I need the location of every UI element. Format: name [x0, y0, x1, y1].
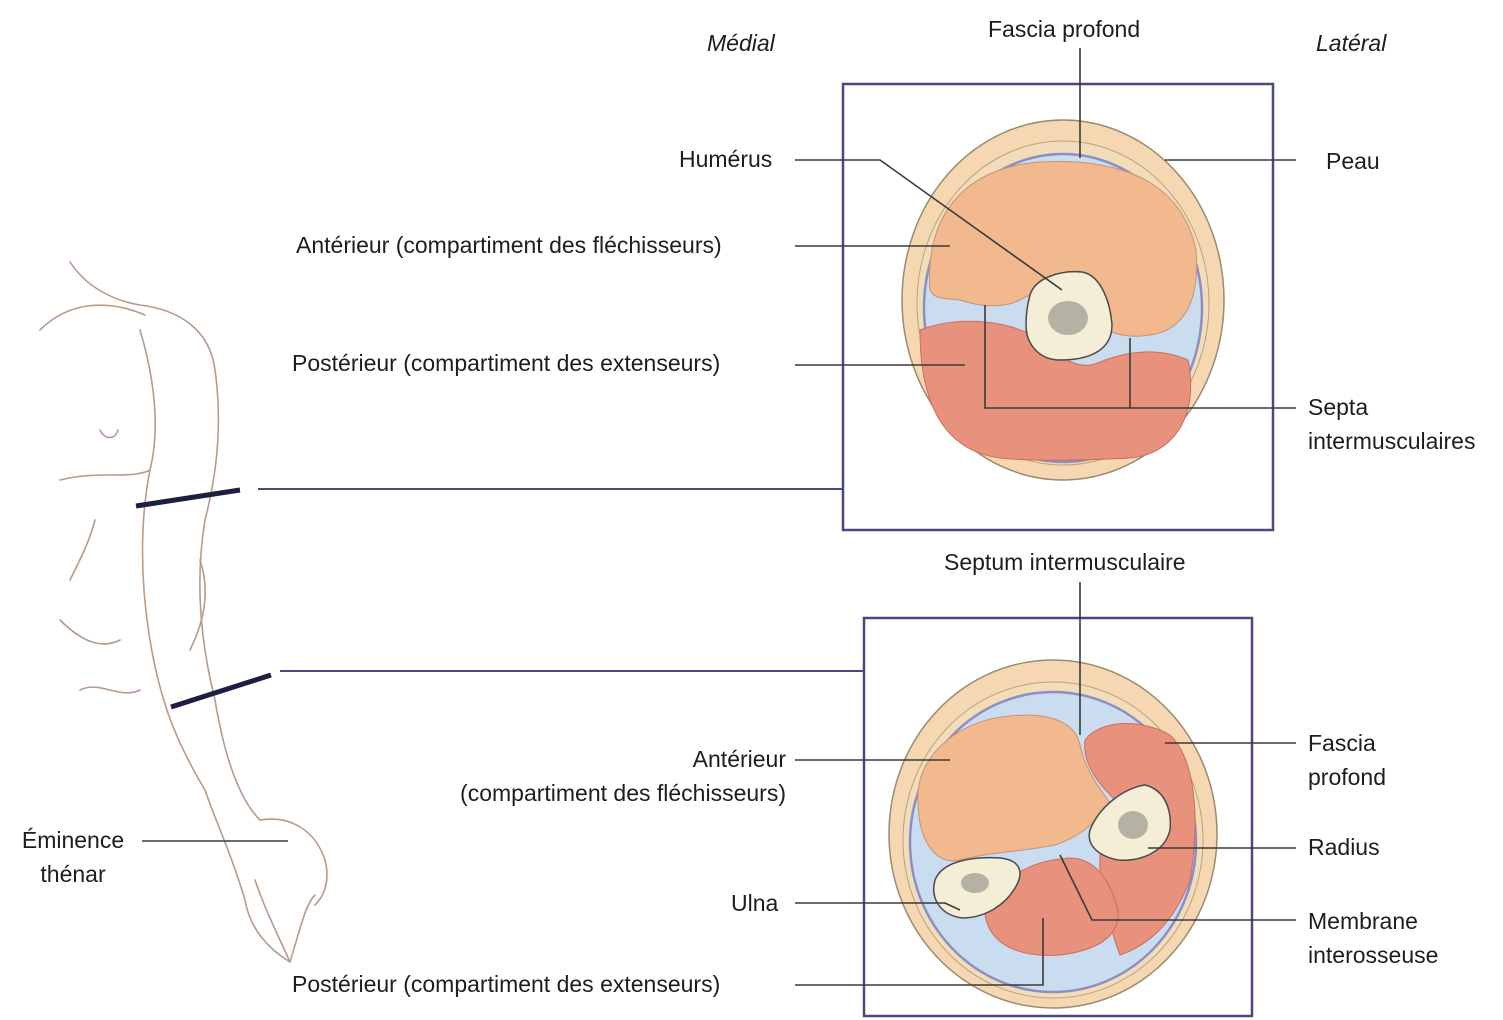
membrane-line-1: Membrane — [1308, 904, 1438, 938]
forearm-cut-marker — [171, 675, 271, 707]
membrane-label: Membrane interosseuse — [1308, 904, 1438, 972]
membrane-line-2: interosseuse — [1308, 938, 1438, 972]
arm-cut-marker — [136, 490, 240, 506]
forearm-posterior-label: Postérieur (compartiment des extenseurs) — [292, 967, 720, 1001]
forearm-anterior-label: Antérieur (compartiment des fléchisseurs… — [408, 742, 786, 810]
humerus-label: Humérus — [679, 142, 772, 176]
radius-label: Radius — [1308, 830, 1380, 864]
septa-label: Septa intermusculaires — [1308, 390, 1475, 458]
septum-label: Septum intermusculaire — [944, 545, 1186, 579]
arm-posterior-label: Postérieur (compartiment des extenseurs) — [292, 346, 720, 380]
forearm-fascia-line-1: Fascia — [1308, 726, 1386, 760]
forearm-fascia-label: Fascia profond — [1308, 726, 1386, 794]
medial-label: Médial — [707, 26, 775, 60]
septa-line-2: intermusculaires — [1308, 424, 1475, 458]
forearm-anterior-line-1: Antérieur — [408, 742, 786, 776]
radius-marrow — [1118, 811, 1148, 839]
humerus-marrow — [1048, 301, 1088, 335]
forearm-fascia-line-2: profond — [1308, 760, 1386, 794]
ulna-label: Ulna — [731, 886, 778, 920]
septa-line-1: Septa — [1308, 390, 1475, 424]
ulna-marrow — [961, 873, 989, 893]
arm-fascia-label: Fascia profond — [988, 12, 1140, 46]
thenar-line-1: Éminence — [10, 823, 136, 857]
peau-label: Peau — [1326, 144, 1380, 178]
forearm-anterior-line-2: (compartiment des fléchisseurs) — [408, 776, 786, 810]
lateral-label: Latéral — [1316, 26, 1386, 60]
arm-anterior-label: Antérieur (compartiment des fléchisseurs… — [296, 228, 722, 262]
thenar-line-2: thénar — [10, 857, 136, 891]
thenar-label: Éminence thénar — [10, 823, 136, 891]
